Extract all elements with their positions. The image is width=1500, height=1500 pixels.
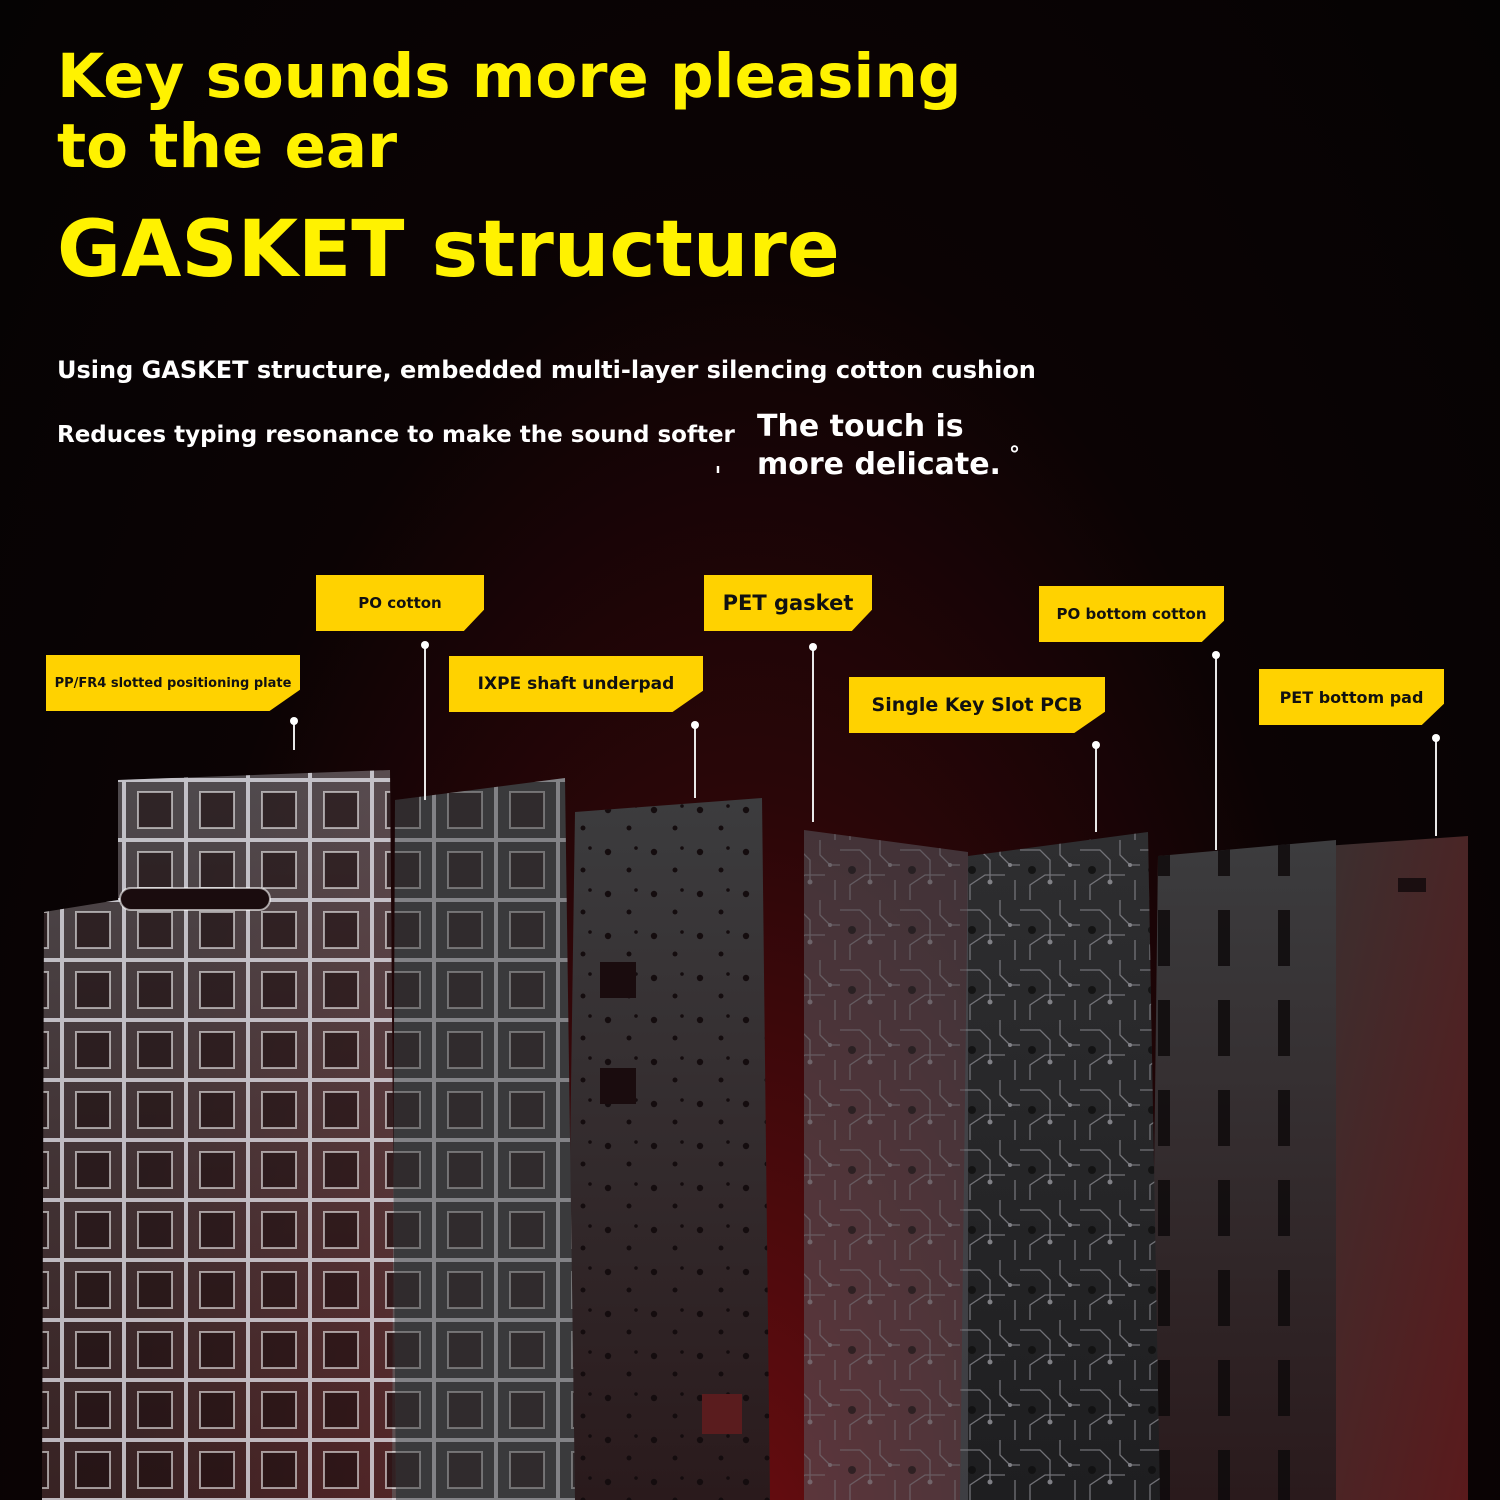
circle-mark: ° [1009,443,1020,468]
label-po-cotton-text: PO cotton [358,594,442,612]
po-bottom-cotton-layer [1150,840,1336,1500]
ixpe-underpad-layer [565,798,770,1500]
pet-bottom-pad-layer [1318,836,1468,1500]
po-cotton-layer [392,778,575,1500]
label-pcb-text: Single Key Slot PCB [871,694,1083,716]
leader-pp-fr4 [293,722,295,750]
description-line-1: Using GASKET structure, embedded multi-l… [57,356,1036,384]
leader-pet-bottom [1435,739,1437,836]
label-pet-bottom-pad-text: PET bottom pad [1279,687,1424,707]
label-pet-gasket: PET gasket [704,575,872,631]
leader-dot-po-cotton [421,641,429,649]
headline: Key sounds more pleasing to the ear [57,41,962,182]
leader-dot-po-bottom [1212,651,1220,659]
leader-pet-gasket [812,648,814,822]
label-pet-bottom-pad: PET bottom pad [1259,669,1444,725]
label-ixpe-underpad-text: IXPE shaft underpad [477,674,675,694]
leader-dot-pet-bottom [1432,734,1440,742]
label-ixpe-underpad: IXPE shaft underpad [449,656,703,712]
label-pp-fr4-plate-text: PP/FR4 slotted positioning plate [54,675,292,691]
leader-dot-pcb [1092,741,1100,749]
description-line-3: The touch is more delicate. [757,409,1001,482]
leader-dot-ixpe [691,721,699,729]
leader-pcb [1095,746,1097,832]
leader-po-cotton [424,646,426,800]
label-po-bottom-cotton: PO bottom cotton [1039,586,1224,642]
pet-gasket-layer [804,830,968,1500]
description-line-2: Reduces typing resonance to make the sou… [57,422,735,448]
label-po-bottom-cotton-text: PO bottom cotton [1056,605,1207,623]
comma-mark: ˌ [714,448,722,478]
positioning-plate-layer [42,770,396,1500]
leader-po-bottom [1215,656,1217,850]
label-pet-gasket-text: PET gasket [722,591,854,615]
label-pcb: Single Key Slot PCB [849,677,1105,733]
pcb-layer [960,832,1160,1500]
label-pp-fr4-plate: PP/FR4 slotted positioning plate [46,655,300,711]
leader-ixpe [694,726,696,798]
subheadline: GASKET structure [57,205,840,295]
leader-dot-pp-fr4 [290,717,298,725]
label-po-cotton: PO cotton [316,575,484,631]
leader-dot-pet-gasket [809,643,817,651]
